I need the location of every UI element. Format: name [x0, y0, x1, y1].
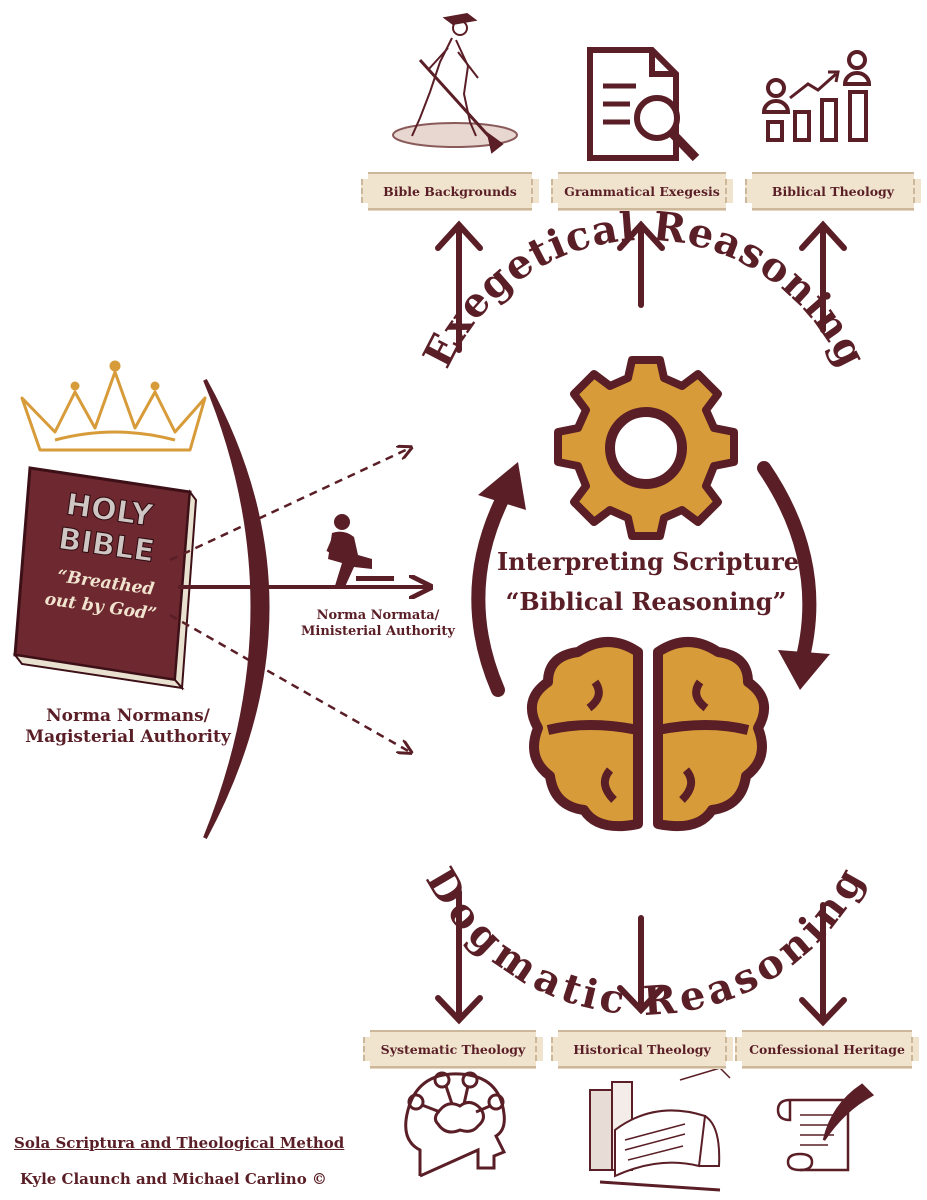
banner-systematic-theology-label: Systematic Theology: [380, 1041, 526, 1057]
banner-systematic-theology: Systematic Theology: [363, 1030, 543, 1068]
document-search-icon: [587, 47, 700, 162]
banner-historical-theology: Historical Theology: [551, 1030, 733, 1068]
growth-chart-icon: [761, 50, 872, 142]
down-arrow-historical-theology: [617, 915, 665, 1015]
norma-normata-line2: Ministerial Authority: [300, 624, 455, 640]
down-arrow-systematic-theology: [435, 889, 483, 1025]
banner-bible-backgrounds: Bible Backgrounds: [361, 172, 539, 210]
old-books-icon: [589, 1067, 731, 1192]
norma-normata-label: Norma Normata/ Ministerial Authority: [288, 608, 468, 641]
scroll-quill-icon: [776, 1083, 875, 1172]
banner-historical-theology-label: Historical Theology: [573, 1041, 711, 1057]
footer-title: Sola Scriptura and Theological Method: [14, 1134, 345, 1152]
norma-normans-line1: Norma Normans/: [46, 706, 210, 726]
banner-confessional-heritage: Confessional Heritage: [735, 1030, 919, 1068]
footer-credit: Kyle Claunch and Michael Carlino ©: [20, 1170, 327, 1188]
norma-normata-line1: Norma Normata/: [316, 608, 440, 623]
center-line-1: Interpreting Scripture: [497, 547, 799, 576]
up-arrow-biblical-theology: [799, 220, 847, 333]
cycle-arrow-right: [757, 461, 817, 675]
kneeling-person-icon: [326, 514, 394, 589]
banner-confessional-heritage-label: Confessional Heritage: [749, 1041, 905, 1057]
banner-grammatical-exegesis: Grammatical Exegesis: [551, 172, 733, 210]
banner-biblical-theology-label: Biblical Theology: [771, 183, 895, 199]
exegetical-reasoning-title: Exegetical Reasoning: [414, 203, 876, 375]
holy-bible-book: HOLY BIBLE “Breathed out by God”: [12, 466, 198, 691]
gear-icon: [554, 356, 738, 540]
norma-normans-line2: Magisterial Authority: [25, 727, 231, 748]
cycle-arrow-left: [471, 485, 513, 697]
banner-bible-backgrounds-label: Bible Backgrounds: [383, 183, 517, 199]
up-arrow-bible-backgrounds: [435, 220, 483, 353]
head-network-icon: [404, 1071, 507, 1178]
crown-icon: [20, 360, 207, 452]
banner-biblical-theology: Biblical Theology: [745, 172, 921, 210]
norma-normans-label: Norma Normans/ Magisterial Authority: [8, 706, 248, 749]
cycle-arrow-right-head: [778, 650, 830, 690]
authority-bow-shape: [203, 379, 270, 839]
banner-grammatical-exegesis-label: Grammatical Exegesis: [564, 183, 720, 199]
farmer-digging-icon: [392, 12, 518, 154]
authority-arrows: [169, 448, 428, 752]
brain-icon: [526, 637, 770, 832]
down-arrow-confessional-heritage: [799, 902, 847, 1027]
up-arrow-grammatical-exegesis: [617, 220, 665, 308]
center-line-2: “Biblical Reasoning”: [506, 587, 787, 616]
cycle-arrow-left-head: [478, 462, 526, 510]
